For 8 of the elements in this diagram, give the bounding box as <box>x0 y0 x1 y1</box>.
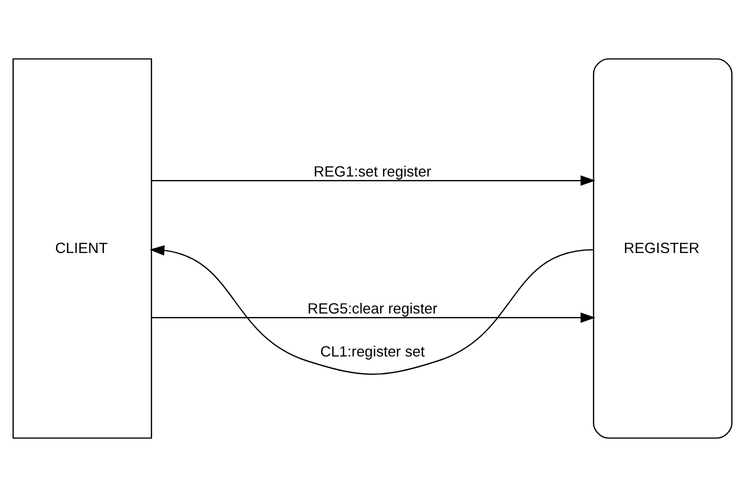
node-box: CLIENT <box>12 58 152 438</box>
edge-label: CL1:register set <box>320 344 425 360</box>
edge-label: REG5:clear register <box>308 300 438 317</box>
edge-label: REG1:set register <box>314 164 432 180</box>
arrow <box>150 244 594 374</box>
node-box: REGISTER <box>592 58 732 438</box>
arrow <box>151 174 596 186</box>
arrow <box>151 312 596 322</box>
